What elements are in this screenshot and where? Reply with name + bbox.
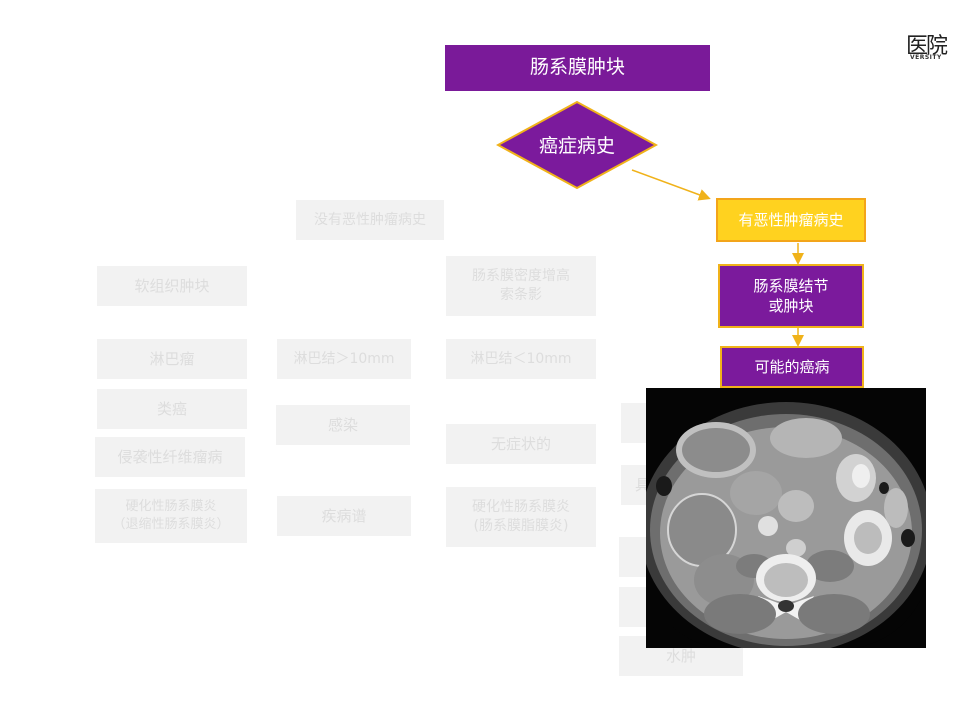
decision-cancer-history: 癌症病史: [496, 100, 658, 190]
logo-text: 医院: [906, 34, 948, 59]
node-disease-spectrum: 疾病谱: [277, 496, 411, 536]
logo-subtext: VERSITY: [910, 54, 942, 61]
decision-label: 癌症病史: [539, 135, 615, 157]
node-carcinomatosis: 可能的癌病: [720, 346, 864, 388]
node-mesenteric-density: 肠系膜密度增高 索条影: [446, 256, 596, 316]
node-sclerosing-mesenteritis-panniculitis: 硬化性肠系膜炎 (肠系膜脂膜炎): [446, 487, 596, 547]
node-mesenteric-nodule: 肠系膜结节 或肿块: [718, 264, 864, 328]
hidden-box-3: [619, 587, 649, 627]
institution-logo: 医院 VERSITY: [906, 28, 948, 64]
node-lymph-node-small: 淋巴结＜10mm: [446, 339, 596, 379]
node-asymptomatic: 无症状的: [446, 424, 596, 464]
node-lymph-node-large: 淋巴结＞10mm: [277, 339, 411, 379]
branch-malignancy-history: 有恶性肿瘤病史: [716, 198, 866, 242]
node-sclerosing-mesenteritis-retractile: 硬化性肠系膜炎 （退缩性肠系膜炎）: [95, 489, 247, 543]
branch-no-malignancy-history: 没有恶性肿瘤病史: [296, 200, 444, 240]
node-desmoid: 侵袭性纤维瘤病: [95, 437, 245, 477]
node-soft-tissue-mass: 软组织肿块: [97, 266, 247, 306]
arrow-decision-to-yes: [631, 169, 711, 201]
node-carcinoid: 类癌: [97, 389, 247, 429]
node-infection: 感染: [276, 405, 410, 445]
node-lymphoma: 淋巴瘤: [97, 339, 247, 379]
root-mesenteric-mass: 肠系膜肿块: [445, 45, 710, 91]
hidden-box-2: [619, 537, 649, 577]
ct-scan-abdomen-image: [646, 388, 926, 648]
